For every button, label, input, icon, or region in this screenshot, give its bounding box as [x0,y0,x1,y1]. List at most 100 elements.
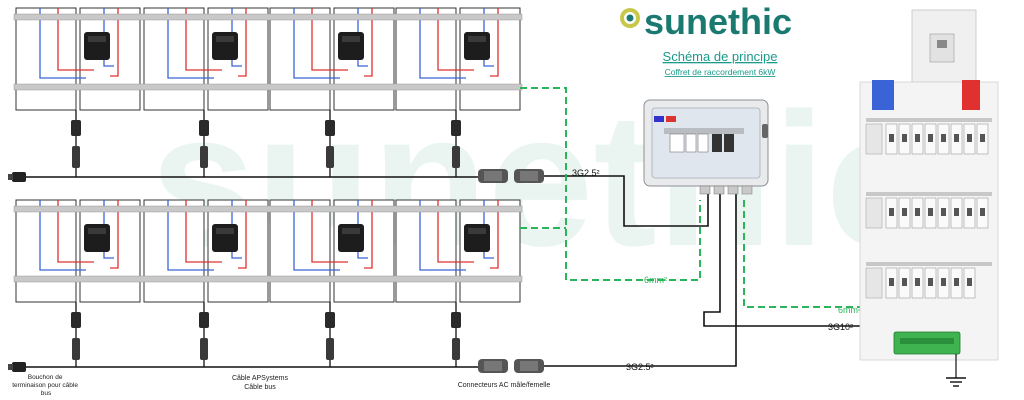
wire-blue [357,8,368,67]
microinverter-detail [216,228,234,234]
breaker-switch [954,208,959,216]
solar-panel [395,7,457,111]
wire-red [57,8,94,71]
breaker-switch [889,278,894,286]
wire-blue [483,200,494,259]
breaker-switch [967,208,972,216]
wire-blue [167,8,214,79]
cable-label-panel: 3G10² [828,322,853,332]
earth-label-panel: 6mm² [838,305,861,315]
cable-top-to-box [544,175,709,227]
breaker-switch [902,208,907,216]
wire-blue [39,200,86,271]
wire-red [110,8,119,77]
bus-connector-t [452,146,460,168]
microinverter-detail [468,36,486,42]
end-cap-caption-line1: Bouchon de [28,374,63,381]
mounting-rail [13,275,523,283]
breaker-switch [967,134,972,142]
solar-panel [269,199,331,303]
mounting-rail [13,13,523,21]
breaker-switch [915,208,920,216]
electrical-panel [859,9,999,387]
junction-box [643,99,769,195]
bus-connector [451,312,461,328]
end-cap-bottom [8,362,26,372]
wire-red [311,200,348,263]
breaker-switch [928,278,933,286]
solar-panel [15,199,77,303]
bus-connector [199,120,209,136]
wire-blue [39,8,86,79]
pv-array-top [13,7,523,177]
rcd-breaker [865,123,883,155]
breaker-switch [902,134,907,142]
pv-array-bottom [13,199,523,367]
wire-blue [231,200,242,259]
end-cap-caption: Bouchon de terminaison pour câble bus [12,374,80,397]
wire-red [437,8,474,71]
breaker-switch [967,278,972,286]
solar-panel [143,7,205,111]
bus-connector [451,120,461,136]
panel-breakers [865,123,989,299]
bus-connector-t [326,146,334,168]
breaker-switch [902,278,907,286]
bus-connector-t [452,338,460,360]
microinverter-detail [468,228,486,234]
breaker-switch [915,278,920,286]
cable-label-top: 3G2.5² [572,168,600,178]
breaker-switch [889,208,894,216]
wire-blue [357,200,368,259]
sun-flower-icon [620,8,640,28]
breaker-switch [954,134,959,142]
earth-label-main: 6mm² [644,275,667,285]
rcd-breaker [865,197,883,229]
bus-cable-caption-line2: Câble bus [244,384,276,391]
bus-connector [325,120,335,136]
header-subtitle: Coffret de raccordement 6kW [665,67,776,77]
ac-connector-top [478,169,544,183]
bus-connector-t [200,146,208,168]
bus-connector [199,312,209,328]
end-cap-top [8,172,26,182]
cable-label-bottom: 3G2.5² [626,362,654,372]
wire-blue [483,8,494,67]
rcd-breaker [865,267,883,299]
ground-icon [946,377,966,387]
microinverter-detail [342,36,360,42]
mounting-rail [13,83,523,91]
wire-red [185,200,222,263]
solar-panel [269,7,331,111]
breaker-switch [915,134,920,142]
wire-blue [293,200,340,271]
brand-name: sunethic [644,1,792,42]
wire-red [238,200,247,269]
header-title: Schéma de principe [663,49,778,64]
breaker-switch [941,134,946,142]
bus-connector-t [200,338,208,360]
breaker-switch [941,278,946,286]
wire-blue [103,8,114,67]
ac-connectors-caption: Connecteurs AC mâle/femelle [458,382,551,389]
wire-blue [419,200,466,271]
wire-red [490,8,499,77]
wire-blue [419,8,466,79]
wire-blue [231,8,242,67]
wire-red [185,8,222,71]
bus-connector [71,120,81,136]
bus-connector-t [326,338,334,360]
wire-red [364,8,373,77]
bus-cable-caption-line1: Câble APSystems [232,375,289,382]
wire-red [238,8,247,77]
bus-connector-t [72,338,80,360]
wire-blue [167,200,214,271]
microinverter-detail [88,228,106,234]
breaker-switch [954,278,959,286]
breaker-switch [928,208,933,216]
wire-red [437,200,474,263]
wire-red [311,8,348,71]
solar-panel [15,7,77,111]
